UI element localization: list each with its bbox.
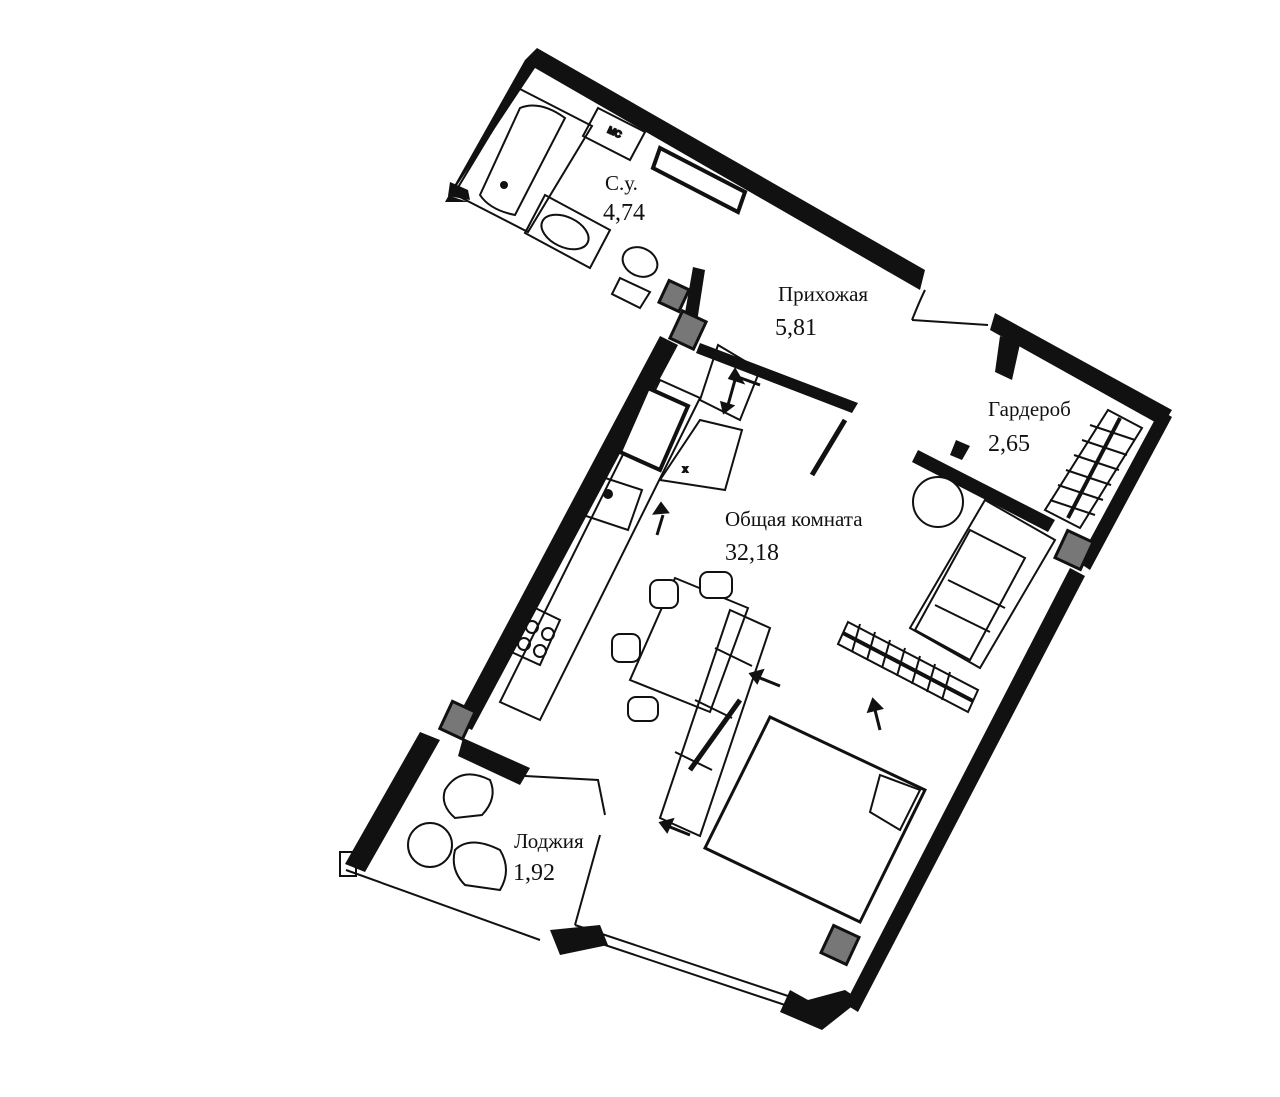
room-area-bathroom: 4,74 — [603, 200, 645, 226]
room-name-bathroom: С.у. — [605, 171, 638, 195]
svg-text:х: х — [683, 464, 688, 474]
room-area-wardrobe: 2,65 — [988, 431, 1030, 457]
bathtub-icon — [452, 86, 594, 234]
wardrobe-rack — [1043, 408, 1144, 530]
walls — [345, 48, 1172, 1030]
toilet-icon — [610, 246, 659, 310]
svg-text:МС: МС — [606, 125, 623, 140]
side-table — [912, 476, 964, 528]
doors — [524, 289, 989, 816]
storage-unit — [658, 608, 772, 838]
sink-icon — [523, 193, 612, 270]
kitchen-cabinet — [617, 385, 691, 473]
room-name-living: Общая комната — [725, 507, 863, 531]
dishwasher: х — [658, 418, 744, 492]
window — [574, 834, 801, 1011]
tv-console — [836, 620, 980, 714]
kitchen-counter — [498, 343, 762, 722]
room-name-wardrobe: Гардероб — [988, 397, 1071, 421]
stove-icon — [505, 602, 562, 667]
bed-icon — [702, 715, 928, 924]
room-area-hallway: 5,81 — [775, 315, 817, 341]
room-area-living: 32,18 — [725, 540, 779, 566]
room-name-hallway: Прихожая — [778, 282, 869, 306]
sink-icon — [581, 473, 644, 532]
chair-icon — [611, 571, 733, 722]
table-icon — [628, 576, 750, 714]
room-area-loggia: 1,92 — [513, 860, 555, 886]
columns — [437, 278, 1096, 967]
bathroom-cabinet — [650, 145, 748, 215]
room-name-loggia: Лоджия — [514, 829, 584, 853]
sofa-icon — [908, 498, 1057, 670]
armchair-icon — [407, 773, 507, 892]
loggia-rail — [339, 851, 541, 941]
arrow-icon — [652, 367, 884, 837]
